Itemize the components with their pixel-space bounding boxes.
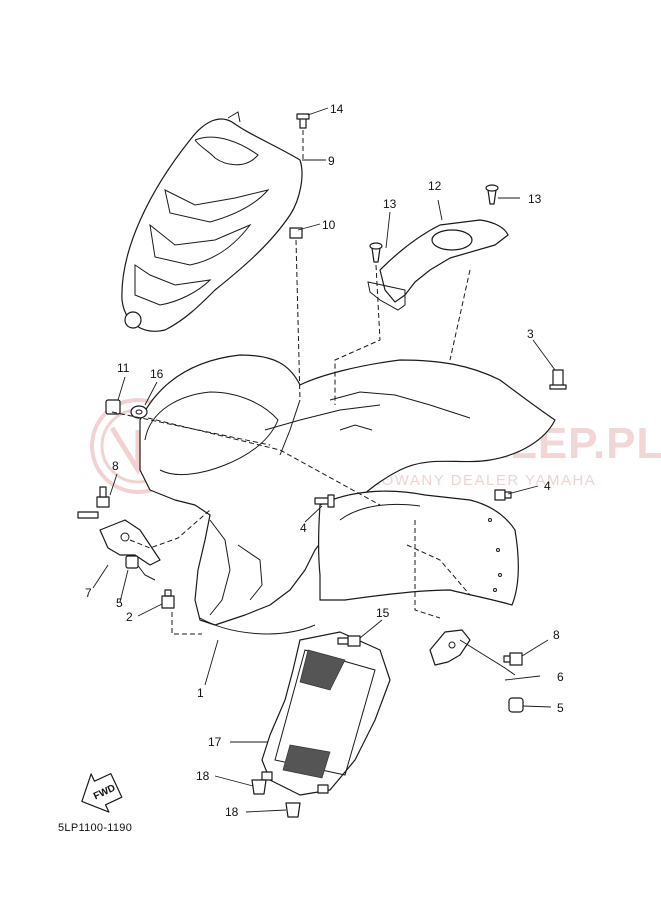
bolt-8-right	[503, 652, 523, 666]
callout-4-right: 4	[544, 479, 551, 493]
callout-5-left: 5	[116, 596, 123, 610]
part-grille	[261, 631, 391, 796]
callout-11: 10	[322, 218, 336, 232]
callout-2: 2	[126, 610, 133, 624]
grille-mesh	[282, 649, 346, 779]
callouts: 14 9 10 12 13 13 3 4 4 11 16 8 7 5 2 1 1…	[85, 102, 564, 819]
callout-17: 11	[117, 361, 130, 375]
part-bracket-right	[429, 629, 516, 676]
bolt-4-center	[314, 494, 335, 508]
part-top-panel	[367, 219, 509, 311]
rivet-13-left	[369, 242, 383, 263]
callout-1: 1	[197, 686, 204, 700]
callout-6: 6	[557, 670, 564, 684]
callout-15: 15	[376, 606, 390, 620]
bolt-8-left	[96, 486, 110, 508]
callout-10: 14	[330, 102, 344, 116]
part-front-fender	[139, 354, 556, 635]
callout-13-left: 13	[383, 197, 397, 211]
callout-3: 3	[527, 327, 534, 341]
callout-18-left: 18	[196, 769, 210, 783]
callout-12: 12	[428, 179, 442, 193]
screw-10	[296, 113, 310, 129]
callout-7: 7	[85, 586, 92, 600]
callout-5-right: 5	[557, 701, 564, 715]
washer-16	[130, 405, 148, 419]
screw-left-bracket	[77, 511, 99, 519]
assembly-lines	[111, 130, 471, 635]
fasteners	[77, 113, 567, 818]
drawing-code: 5LP1100-1190	[58, 822, 132, 834]
fwd-arrow-icon: FWD	[81, 773, 123, 813]
callout-4-center: 4	[300, 521, 307, 535]
callout-8-left: 8	[112, 459, 119, 473]
clip-18-left	[251, 779, 267, 795]
leader-lines	[92, 107, 556, 813]
nut-17	[105, 399, 121, 415]
part-bracket-left	[99, 519, 161, 581]
bolt-4-right	[494, 489, 512, 501]
clip-18-right	[285, 802, 301, 818]
part-front-cover	[121, 111, 303, 332]
nut-5-right	[508, 697, 524, 713]
rivet-13-right	[485, 184, 499, 205]
callout-9: 9	[328, 154, 335, 168]
callout-18-right: 18	[225, 805, 239, 819]
bolt-3	[549, 369, 567, 390]
callout-14: 17	[208, 735, 222, 749]
clip-11	[289, 227, 303, 239]
bolt-2	[161, 589, 175, 609]
callout-13-right: 13	[528, 192, 542, 206]
callout-16: 16	[150, 367, 164, 381]
callout-8-right: 8	[553, 628, 560, 642]
bolt-15	[337, 635, 361, 647]
nut-5-left	[125, 555, 139, 569]
